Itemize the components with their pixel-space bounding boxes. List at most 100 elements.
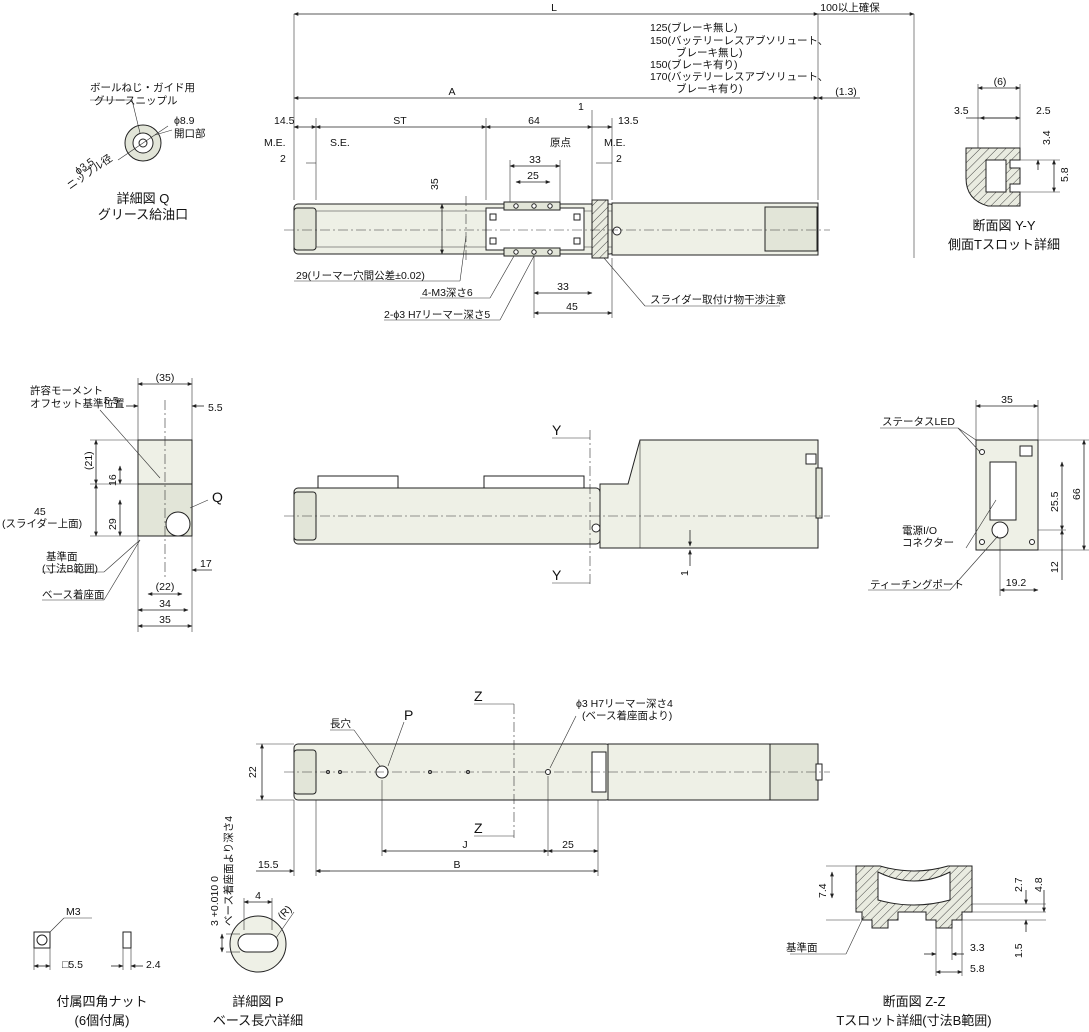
note-29: 29(リーマー穴間公差±0.02) [296, 269, 425, 282]
bottom-dim-25: 25 [562, 839, 574, 851]
q-title-1: 詳細図 Q [117, 191, 170, 206]
section-zz: 7.4 2.7 4.8 基準面 3.3 1.5 5.8 断面図 Z-Z Tスロッ… [786, 865, 1046, 1028]
motor-end [764, 206, 818, 252]
top-view: L 100以上確保 A (1.3) 125(ブレーキ無し) 150(バッテリーレ… [264, 1, 915, 321]
len-note-0: 125(ブレーキ無し) [650, 21, 738, 34]
p-dim-4: 4 [255, 890, 261, 902]
dim-33-bottom: 33 [557, 281, 569, 293]
end-cap-left [293, 207, 317, 251]
right-dim-19-2: 19.2 [1006, 577, 1027, 589]
q-label-opening: 開口部 [174, 127, 206, 140]
len-note-2: ブレーキ無し) [676, 46, 743, 59]
side-dim-1: 1 [679, 570, 691, 576]
q-label-grease: ボールねじ・ガイド用 [90, 82, 195, 94]
origin-label: 原点 [550, 137, 571, 149]
p-title-2: ベース長穴詳細 [213, 1013, 303, 1028]
right-dim-35: 35 [1001, 394, 1013, 406]
yy-dim-2-5: 2.5 [1036, 105, 1051, 117]
left-label-q: Q [212, 489, 223, 505]
right-status-led: ステータスLED [882, 416, 955, 428]
zz-title-1: 断面図 Z-Z [883, 994, 946, 1009]
nut-dim-5-5: □5.5 [62, 959, 83, 971]
side-view: Y Y 1 [284, 422, 830, 585]
slider-top [485, 207, 585, 251]
len-note-5: ブレーキ有り) [676, 82, 743, 95]
left-dim-5-5-right: 5.5 [208, 402, 223, 414]
left-ref-face-1: 基準面 [46, 550, 78, 563]
dim-2-left: 2 [280, 153, 286, 165]
p-tol: 3 +0.010 0 [209, 876, 221, 926]
grease-port [165, 511, 191, 537]
right-teaching-port: ティーチングポート [870, 578, 964, 591]
left-dim-45: 45 [34, 506, 46, 518]
detail-q: ボールねじ・ガイド用 グリースニップル ϕ8.9 開口部 ϕ3.5 ニップル径 … [64, 82, 205, 222]
dim-13-5: 13.5 [618, 115, 639, 127]
left-note-moment-2: オフセット基準位置 [30, 397, 125, 410]
note-phi3: 2-ϕ3 H7リーマー深さ5 [384, 309, 490, 321]
dim-A: A [448, 86, 455, 98]
dim-L: L [551, 2, 557, 14]
note-m3: 4-M3深さ6 [422, 287, 473, 299]
bottom-dim-15-5: 15.5 [258, 859, 279, 871]
right-dim-66: 66 [1071, 488, 1083, 500]
p-slot [237, 933, 279, 953]
left-base-face: ベース着座面 [42, 588, 104, 601]
p-depth-note: ベース着座面より深さ4 [222, 816, 235, 926]
q-title-2: グリース給油口 [98, 207, 188, 222]
section-yy: (6) 3.5 2.5 3.4 5.8 断面図 Y-Y 側面Tスロット詳細 [948, 76, 1071, 252]
left-dim-35: 35 [159, 614, 171, 626]
dim-1-3: (1.3) [835, 86, 857, 98]
left-dim-22p: (22) [156, 581, 175, 593]
yy-dim-6: (6) [994, 76, 1007, 88]
left-note-slider-top: (スライダー上面) [2, 517, 82, 530]
bottom-note-phi3-1: ϕ3 H7リーマー深さ4 [576, 698, 673, 710]
nut-title-2: (6個付属) [75, 1013, 130, 1028]
teaching-port [991, 521, 1009, 539]
left-ref-face-2: (寸法B範囲) [42, 562, 98, 575]
left-dim-17: 17 [200, 558, 212, 570]
bottom-note-phi3-2: (ベース着座面より) [582, 709, 672, 722]
yy-dim-3-5: 3.5 [954, 105, 969, 117]
me-right: M.E. [604, 137, 626, 149]
side-y-bottom: Y [552, 567, 562, 583]
left-note-moment-1: 許容モーメント [30, 384, 103, 397]
zz-dim-2-7: 2.7 [1013, 877, 1025, 892]
left-dim-16: 16 [107, 474, 119, 486]
bottom-z-top: Z [474, 688, 483, 704]
dim-2-right: 2 [616, 153, 622, 165]
left-dim-5-5-left: 5.5 [104, 395, 119, 407]
dim-100: 100以上確保 [820, 1, 880, 14]
left-dim-34: 34 [159, 598, 171, 610]
q-label-nipple: グリースニップル [94, 94, 177, 107]
detail-p: 3 +0.010 0 ベース着座面より深さ4 4 (R) 詳細図 P ベース長穴… [209, 816, 303, 1028]
me-left: M.E. [264, 137, 286, 149]
zz-dim-7-4: 7.4 [817, 883, 829, 898]
zz-dim-3-3: 3.3 [970, 942, 985, 954]
zz-title-2: Tスロット詳細(寸法B範囲) [836, 1013, 991, 1028]
right-power-io-2: コネクター [902, 537, 954, 549]
q-dim-8-9: ϕ8.9 [174, 115, 195, 127]
p-title-1: 詳細図 P [232, 994, 283, 1009]
square-nut: M3 □5.5 2.4 付属四角ナット (6個付属) [33, 906, 161, 1028]
nut-label-m3: M3 [66, 906, 81, 918]
bottom-z-bottom: Z [474, 820, 483, 836]
bracket-hatch [591, 199, 609, 259]
dim-ST: ST [393, 115, 407, 127]
right-dim-12: 12 [1049, 561, 1061, 573]
bottom-long-hole: 長穴 [330, 717, 351, 730]
len-note-1: 150(バッテリーレスアブソリュート、 [650, 34, 828, 47]
left-dim-29: 29 [107, 518, 119, 530]
bottom-dim-22: 22 [247, 766, 259, 778]
zz-dim-1-5: 1.5 [1013, 943, 1025, 958]
len-note-3: 150(ブレーキ有り) [650, 58, 738, 71]
dim-14-5: 14.5 [274, 115, 295, 127]
bottom-dim-J: J [462, 839, 467, 851]
right-power-io-1: 電源I/O [902, 524, 937, 537]
nut-dim-2-4: 2.4 [146, 959, 161, 971]
bottom-view: 長穴 P Z Z ϕ3 H7リーマー深さ4 (ベース着座面より) 22 J 25… [247, 688, 830, 876]
dim-35: 35 [429, 178, 441, 190]
dim-1: 1 [578, 101, 584, 113]
dim-25: 25 [527, 170, 539, 182]
se-label: S.E. [330, 137, 350, 149]
left-view: 許容モーメント オフセット基準位置 (35) 5.5 5.5 (21) 16 4… [2, 372, 223, 632]
